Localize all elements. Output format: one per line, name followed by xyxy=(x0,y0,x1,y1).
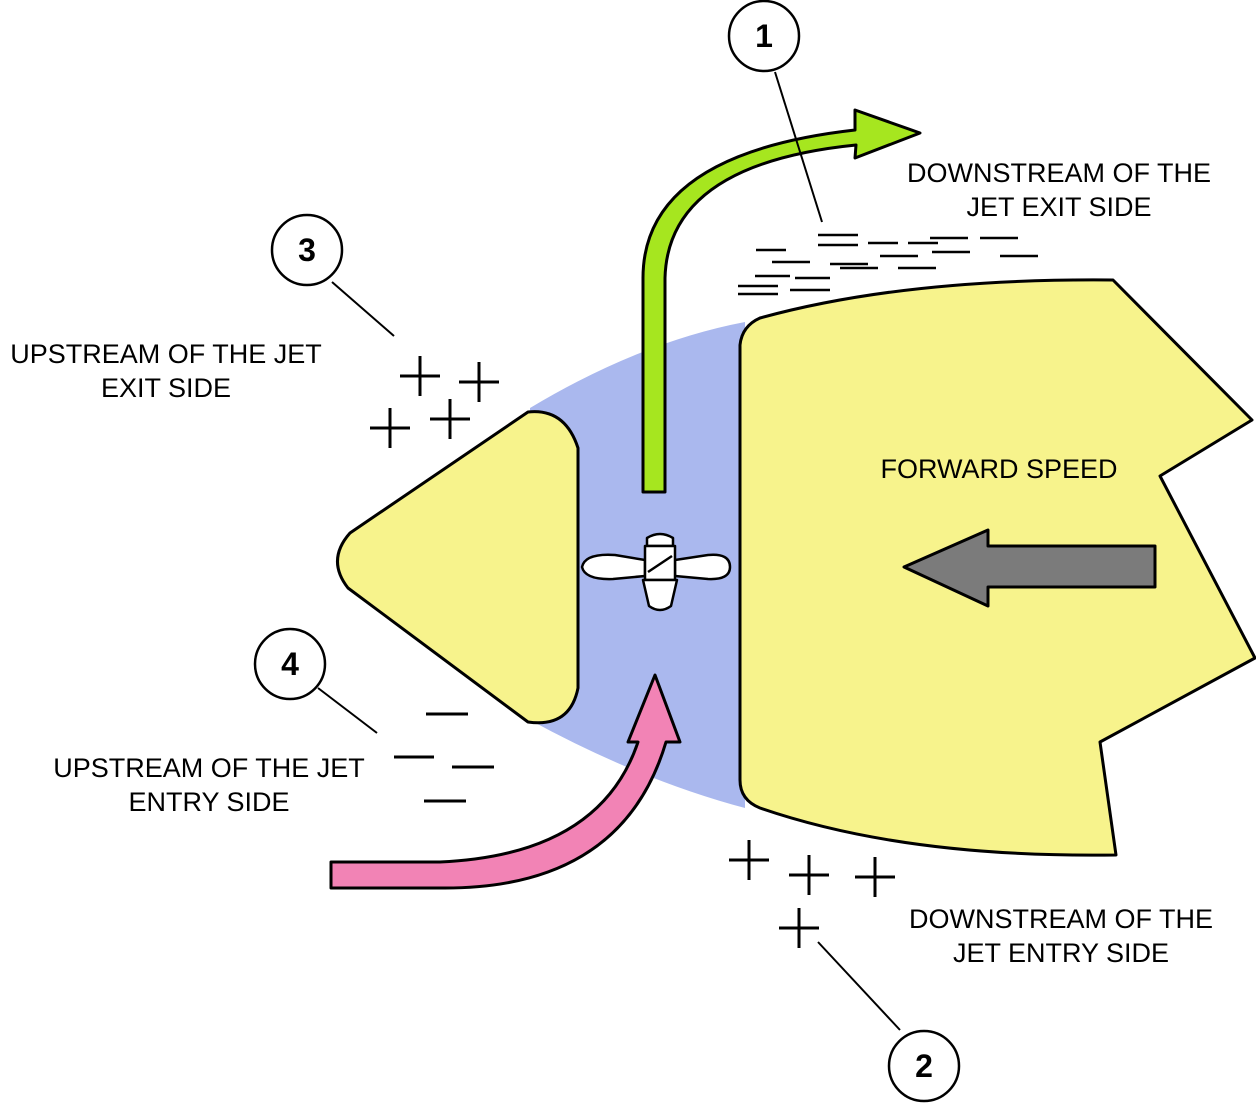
label-downstream-entry-line1: DOWNSTREAM OF THE xyxy=(909,904,1213,934)
svg-text:4: 4 xyxy=(281,646,299,682)
negative-pressure-marks-exit xyxy=(738,233,1038,296)
callout-4: 4 xyxy=(253,627,327,701)
label-upstream-entry-line2: ENTRY SIDE xyxy=(128,787,289,817)
callout-2: 2 xyxy=(887,1029,961,1103)
negative-pressure-marks-entry xyxy=(394,712,494,803)
callout-1: 1 xyxy=(727,0,801,73)
svg-text:1: 1 xyxy=(755,18,773,54)
svg-text:2: 2 xyxy=(915,1048,933,1084)
label-downstream-exit-line1: DOWNSTREAM OF THE xyxy=(907,158,1211,188)
forward-speed-arrow[interactable] xyxy=(902,528,1157,608)
svg-text:3: 3 xyxy=(298,232,316,268)
label-upstream-exit-line1: UPSTREAM OF THE JET xyxy=(10,339,322,369)
callout-leaders xyxy=(317,71,901,1031)
jet-exit-arrow xyxy=(641,108,922,494)
label-forward-speed: FORWARD SPEED xyxy=(880,454,1117,484)
label-upstream-exit-line2: EXIT SIDE xyxy=(101,373,231,403)
jet-entry-arrow xyxy=(329,673,682,890)
label-downstream-entry-line2: JET ENTRY SIDE xyxy=(953,938,1169,968)
label-downstream-exit-line2: JET EXIT SIDE xyxy=(966,192,1151,222)
label-upstream-entry-line1: UPSTREAM OF THE JET xyxy=(53,753,365,783)
positive-pressure-marks-entry xyxy=(729,840,895,948)
callout-3: 3 xyxy=(270,213,344,287)
positive-pressure-marks-exit xyxy=(370,356,499,448)
left-hull-section xyxy=(336,410,580,725)
propeller-icon xyxy=(580,532,732,612)
